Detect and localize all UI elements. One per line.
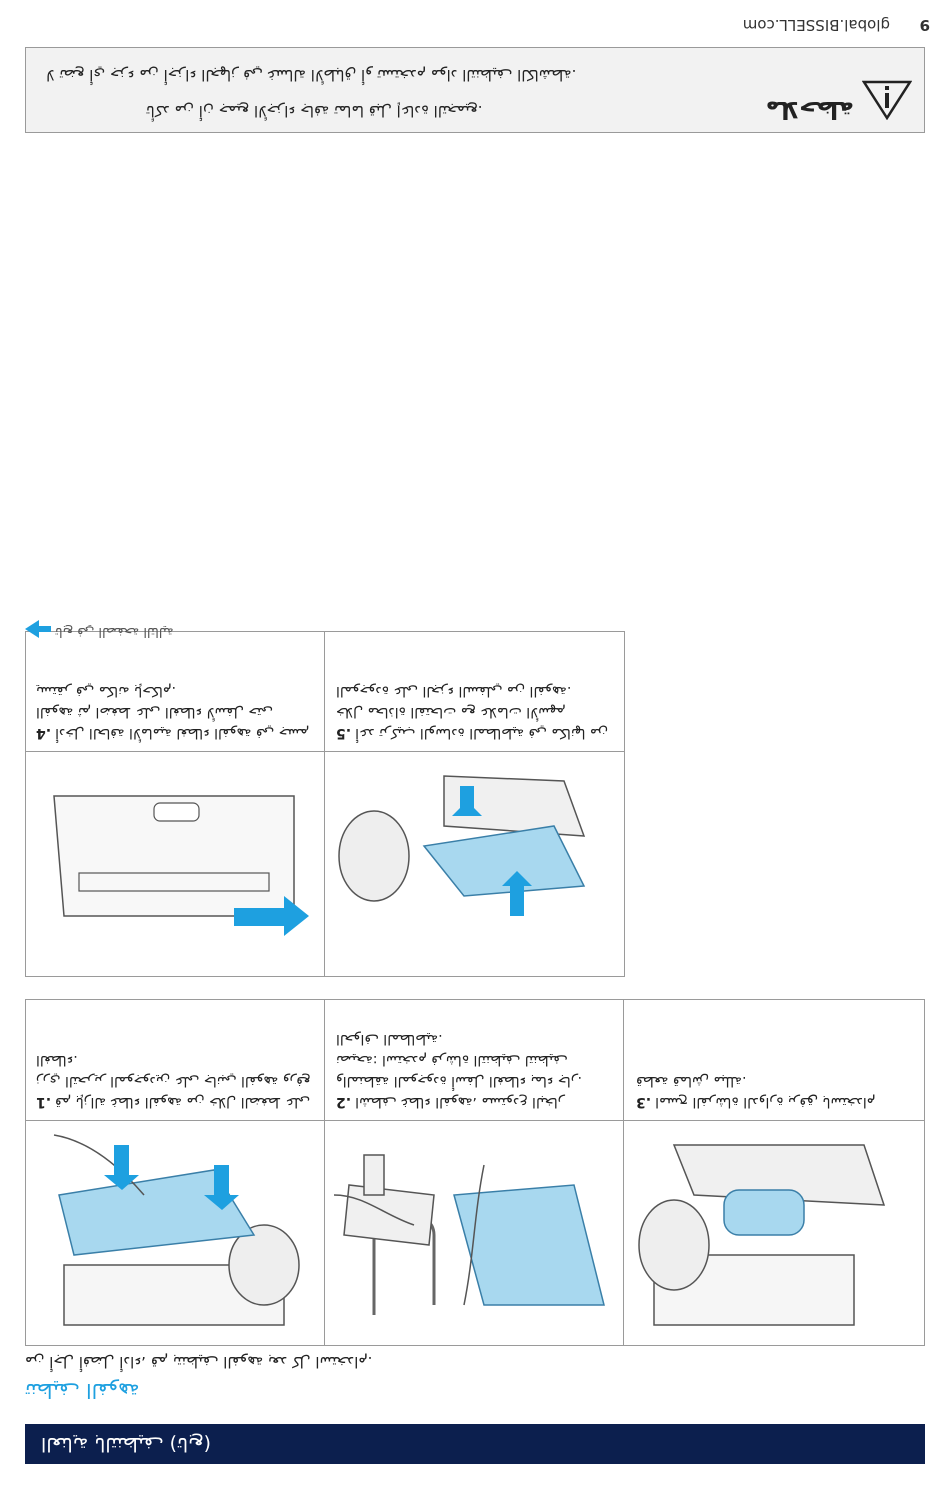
step1-illustration [53, 1134, 300, 1326]
header-title: العناية بالتنظيف (تابع) [41, 1433, 211, 1455]
steps-grid-bottom: 4.أدخل الحافة الأمامية لغطاء الفوهة في ج… [25, 631, 625, 977]
section-description: من أجل أفضل أداء، قم بتنظيف الفوهة بعد ك… [25, 1353, 373, 1371]
step4-illustration [53, 795, 309, 936]
warning-note-box: ملاحظة تأكد من أن جميع الأجزاء جافة تمام… [25, 47, 925, 133]
section-header-bar: العناية بالتنظيف (تابع) [25, 1424, 925, 1464]
continue-label: تابع في الصفحة التالية [55, 624, 174, 639]
step3-text: 3.امسح الفرشاة الدوارة برفق باستخدام قطع… [636, 1073, 876, 1110]
step3-illustration [638, 1144, 886, 1326]
warning-triangle-icon [862, 80, 912, 120]
continue-next-page: تابع في الصفحة التالية [55, 624, 174, 639]
steps-grid-top: 1.قم بإزالة غطاء الفوهة من خلال الضغط عل… [25, 999, 925, 1346]
note-line-2: لا تضع أي جزء من أجزاء الجهاز في غسالة ا… [46, 66, 577, 84]
step5-text: 5.أعد تركيب الوسادة المطاطية في مكانها م… [336, 683, 609, 741]
section-title: تنظيف الفوهة [25, 1379, 140, 1403]
page-number: 9 [919, 16, 930, 34]
step1-text: 1.قم بإزالة غطاء الفوهة من خلال الضغط عل… [36, 1052, 311, 1110]
note-line-1: تأكد من أن جميع الأجزاء جافة تماما قبل إ… [146, 102, 483, 120]
step5-illustration [338, 775, 586, 916]
step4-text: 4.أدخل الحافة الأمامية لغطاء الفوهة في ج… [36, 683, 310, 741]
footer-url: global.BISSELL.com [742, 16, 890, 34]
step2-text: 2.اشطف غطاء الفوهة، مستودع البخار والمنط… [336, 1031, 583, 1110]
step2-illustration [333, 1154, 605, 1315]
arrow-right-icon [25, 620, 51, 638]
note-title: ملاحظة [765, 96, 854, 124]
